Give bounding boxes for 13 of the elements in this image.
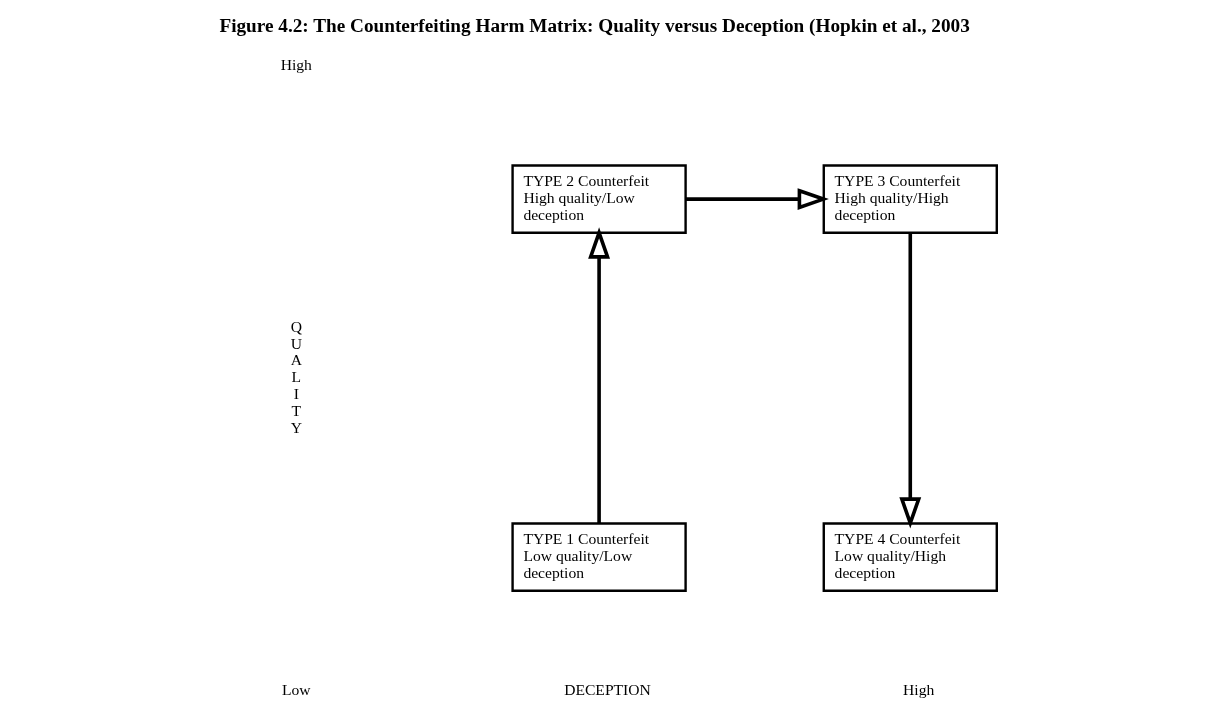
node-box: TYPE 2 Counterfeit High quality/Low deception: [511, 164, 687, 234]
arrow: [588, 227, 611, 524]
label: Low: [282, 680, 311, 698]
arrow: [899, 232, 922, 529]
node-box: TYPE 4 Counterfeit Low quality/High deception: [822, 522, 998, 592]
label: High: [903, 680, 935, 698]
node-box: TYPE 3 Counterfeit High quality/High deception: [822, 164, 998, 234]
label: High: [280, 55, 312, 73]
diagram-title: Figure 4.2: The Counterfeiting Harm Matrix: Quality versus Deception (Hopkin et al., 2003: [219, 14, 970, 36]
label: QUALITY: [290, 317, 302, 436]
node-box: TYPE 1 Counterfeit Low quality/Low deception: [511, 522, 687, 592]
arrow: [685, 188, 829, 211]
label: DECEPTION: [564, 680, 651, 698]
